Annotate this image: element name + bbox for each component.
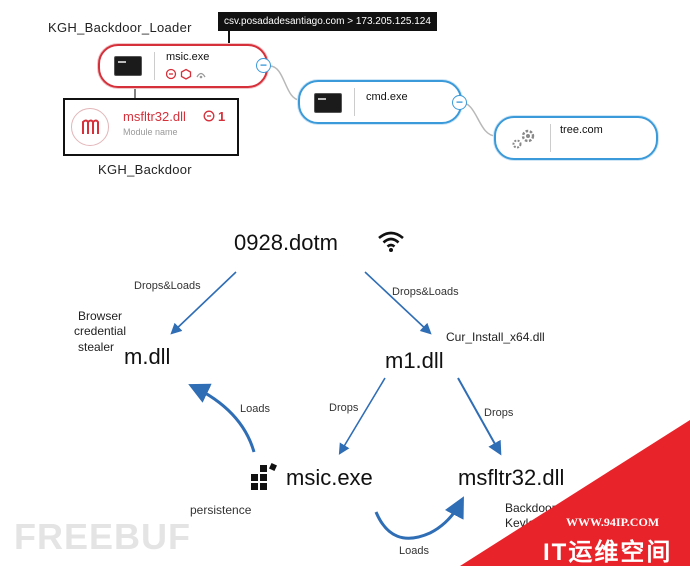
module-icon [71, 108, 109, 146]
corner-banner [460, 420, 690, 566]
edge-label-left: Drops&Loads [134, 280, 201, 292]
cmd-node[interactable]: cmd.exe [298, 80, 462, 124]
cur-install-note: Cur_Install_x64.dll [446, 330, 545, 344]
browser-line: Browser [77, 309, 122, 323]
loader-label: KGH_Backdoor_Loader [48, 20, 192, 35]
msic-node[interactable]: msic.exe [98, 44, 268, 88]
module-count: 1 [218, 109, 226, 124]
collapse-msic-button[interactable]: − [256, 58, 271, 73]
credential-line: credential [73, 324, 127, 338]
module-name: msfltr32.dll [123, 109, 186, 124]
threat-icons [166, 68, 206, 80]
node-divider [354, 88, 355, 116]
module-sublabel: Module name [123, 127, 178, 137]
backdoor-label: KGH_Backdoor [98, 162, 192, 177]
drops-right-label: Drops [484, 407, 514, 419]
backdoor-line: Backdoor [505, 501, 556, 515]
msic-app-icon [251, 463, 277, 490]
loads-left-label: Loads [240, 403, 270, 415]
root-document: 0928.dotm [234, 230, 338, 255]
persistence-note: persistence [190, 503, 252, 517]
stealer-line: stealer [78, 340, 115, 354]
drops-mid-label: Drops [329, 402, 359, 414]
gears-icon [512, 129, 535, 149]
tree-node-name: tree.com [560, 124, 603, 136]
loads-bottom-label: Loads [399, 545, 429, 557]
site-url-watermark: WWW.94IP.COM [566, 515, 660, 529]
site-name-watermark: IT运维空间 [543, 539, 673, 566]
freebuf-watermark: FREEBUF [14, 516, 191, 557]
node-divider [550, 124, 551, 152]
msic-exe-node: msic.exe [286, 465, 373, 490]
cmd-node-name: cmd.exe [366, 91, 408, 103]
collapse-cmd-button[interactable]: − [452, 95, 467, 110]
terminal-icon [114, 56, 142, 76]
module-box[interactable]: msfltr32.dll 1 Module name [63, 98, 239, 156]
tooltip-pointer [228, 30, 230, 44]
dns-tooltip: csv.posadadesantiago.com > 173.205.125.1… [218, 12, 437, 31]
browser-stealer-note: Browser credential [60, 309, 140, 339]
alert-icon [203, 110, 215, 122]
msic-node-name: msic.exe [166, 51, 210, 63]
m-dll-node: m.dll [124, 344, 171, 369]
node-divider [154, 52, 155, 80]
msfltr-dll-node: msfltr32.dll [458, 465, 565, 490]
wifi-icon [378, 231, 404, 252]
m1-dll-node: m1.dll [385, 348, 444, 373]
tree-node[interactable]: tree.com [494, 116, 658, 160]
edge-label-right: Drops&Loads [392, 286, 459, 298]
terminal-icon [314, 93, 342, 113]
